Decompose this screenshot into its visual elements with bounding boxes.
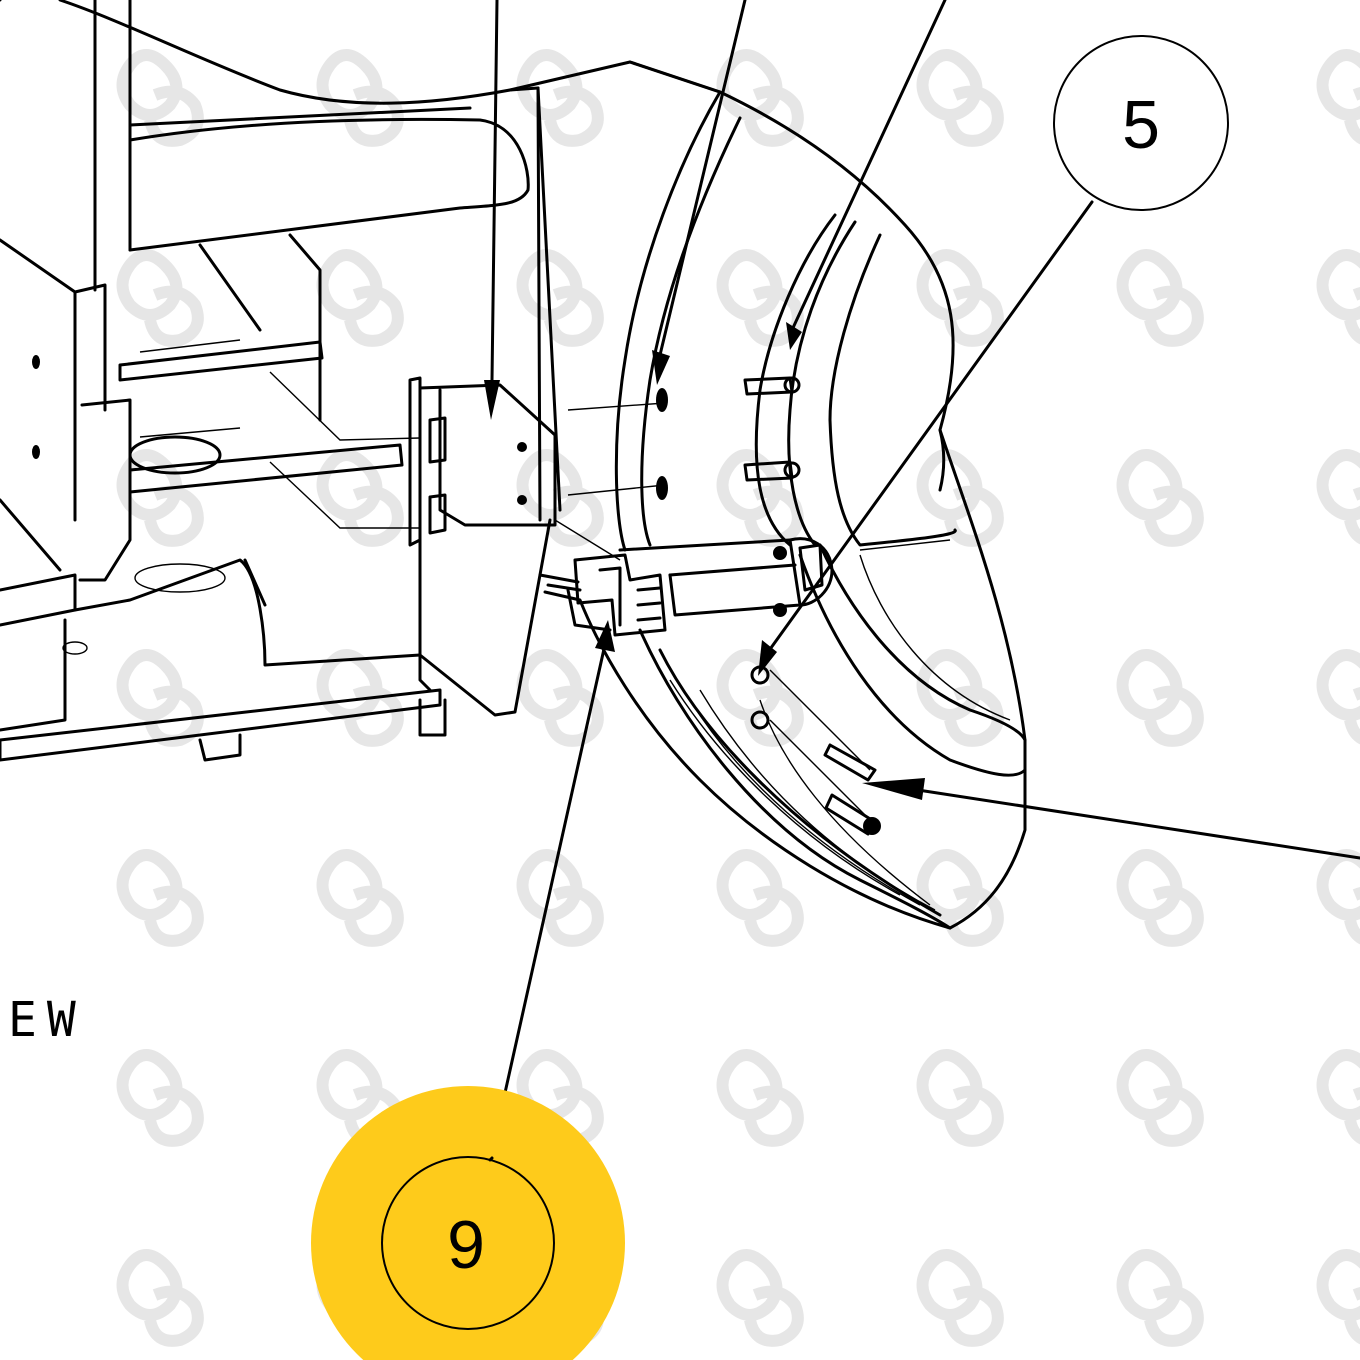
- watermark-tile: [516, 49, 604, 147]
- watermark-tile: [716, 1249, 804, 1347]
- watermark-tile: [916, 1249, 1004, 1347]
- watermark-tile: [316, 849, 404, 947]
- watermark-tile: [1316, 849, 1360, 945]
- watermark-tile: [316, 449, 404, 547]
- watermark-pattern: [116, 49, 1360, 1347]
- watermark-tile: [316, 649, 404, 747]
- callout-9-circle: [381, 1156, 555, 1330]
- watermark-tile: [116, 1049, 204, 1147]
- watermark-tile: [1316, 649, 1360, 745]
- chassis-frame: [0, 0, 722, 762]
- callout-9-highlight: [311, 1086, 625, 1360]
- latch-mechanism: [538, 537, 834, 637]
- watermark-tile: [1116, 649, 1204, 747]
- watermark-tile: [1316, 249, 1360, 345]
- watermark-tile: [116, 249, 204, 347]
- watermark-tile: [716, 649, 804, 747]
- watermark-tile: [916, 649, 1004, 747]
- watermark-tile: [316, 249, 404, 347]
- watermark-tile: [116, 1249, 204, 1347]
- watermark-tile: [116, 49, 204, 147]
- leader-lines: [484, 0, 1360, 1162]
- callout-5-circle: [1053, 35, 1229, 211]
- watermark-tile: [1116, 449, 1204, 547]
- watermark-tile: [1316, 1249, 1360, 1345]
- watermark-tile: [716, 1049, 804, 1147]
- watermark-tile: [916, 849, 1004, 947]
- watermark-tile: [516, 249, 604, 347]
- watermark-tile: [716, 249, 804, 347]
- watermark-tile: [916, 249, 1004, 347]
- callout-5-number: 5: [1122, 87, 1160, 163]
- watermark-tile: [316, 49, 404, 147]
- watermark-tile: [116, 849, 204, 947]
- watermark-tile: [116, 449, 204, 547]
- callout-9: 9: [311, 1086, 625, 1360]
- watermark-tile: [1116, 849, 1204, 947]
- watermark-tile: [716, 849, 804, 947]
- watermark-tile: [1116, 1049, 1204, 1147]
- chute-deflector: [543, 60, 1027, 930]
- callout-5: 5: [1053, 35, 1229, 211]
- watermark-tile: [1116, 1249, 1204, 1347]
- watermark-tile: [916, 49, 1004, 147]
- view-label: EW: [8, 992, 86, 1048]
- watermark-tile: [916, 1049, 1004, 1147]
- mounting-bracket: [408, 376, 666, 717]
- callout-9-number: 9: [447, 1207, 485, 1283]
- watermark-tile: [716, 449, 804, 547]
- watermark-tile: [516, 649, 604, 747]
- watermark-tile: [916, 449, 1004, 547]
- watermark-tile: [116, 649, 204, 747]
- watermark-tile: [1316, 449, 1360, 545]
- watermark-tile: [1116, 249, 1204, 347]
- watermark-tile: [1316, 1049, 1360, 1145]
- watermark-tile: [516, 849, 604, 947]
- watermark-tile: [1316, 49, 1360, 145]
